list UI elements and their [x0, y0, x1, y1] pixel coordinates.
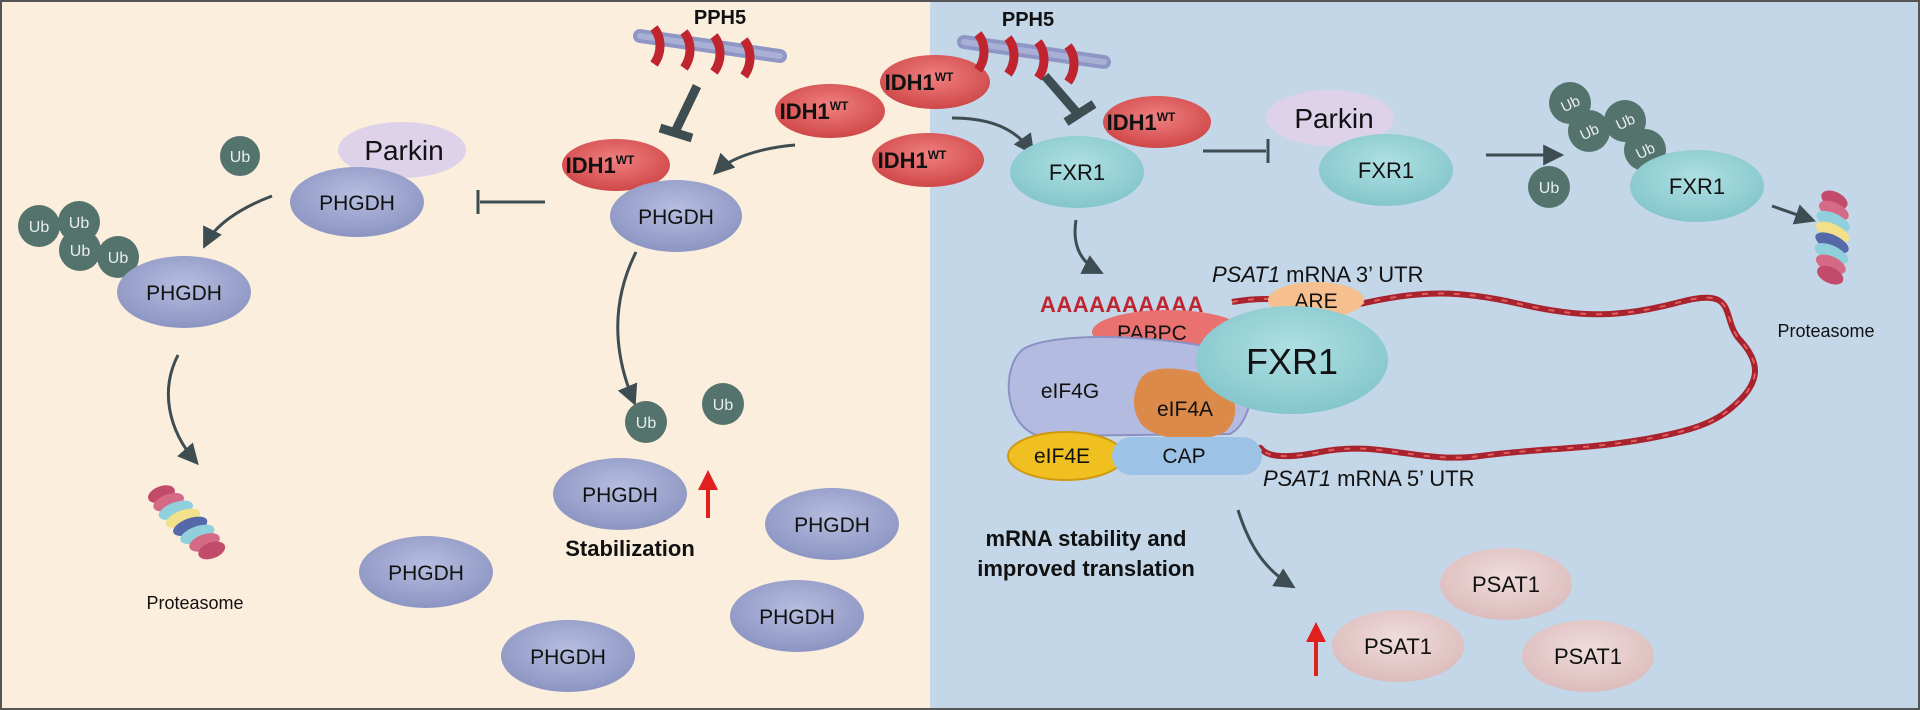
idh1-label-phgdh: IDH1WT [566, 153, 635, 178]
ub-free-2 [702, 383, 744, 425]
ub-chain-2-label: Ub [69, 215, 90, 232]
ub-chain-4 [97, 236, 139, 278]
ub-chain-right-2 [1568, 110, 1610, 152]
mrna-strand [1231, 290, 1758, 461]
psat1-c [1522, 620, 1654, 692]
ub-free-1-label: Ub [636, 415, 657, 432]
phgdh-stable-1 [553, 458, 687, 530]
phgdh-stable-2-label: PHGDH [794, 514, 870, 537]
fxr1-parkin [1319, 134, 1453, 206]
pph5-inhibit-line-right [1041, 73, 1082, 117]
proteasome-left-label: Proteasome [146, 593, 243, 613]
pph5-inhibit-line-left [670, 84, 702, 134]
ub-chain-3 [59, 229, 101, 271]
psat1-c-label: PSAT1 [1554, 644, 1622, 669]
phgdh-stable-1-label: PHGDH [582, 484, 658, 507]
parkin-right-label: Parkin [1294, 103, 1373, 134]
cap-label: CAP [1162, 445, 1205, 468]
phgdh-stable-3-label: PHGDH [388, 562, 464, 585]
fxr1-ub [1630, 150, 1764, 222]
stabilization-label: Stabilization [565, 536, 695, 561]
ub-chain-4-label: Ub [108, 250, 129, 267]
arrow-phgdh-release [616, 251, 638, 406]
idh1-bubble-free-c [872, 133, 984, 187]
idh1-bubble-phgdh [562, 139, 670, 191]
psat1-a-label: PSAT1 [1472, 572, 1540, 597]
arrow-fxr1-to-mrna [1073, 219, 1104, 274]
ub-chain-1 [18, 205, 60, 247]
ub-free-right-label: Ub [1539, 180, 1560, 197]
pph5-inhibit-bar-left [658, 123, 694, 143]
phgdh-center-label: PHGDH [638, 206, 714, 229]
fxr1-large [1196, 306, 1388, 414]
pph5-label-left: PPH5 [694, 7, 746, 29]
arrow-to-proteasome-left [166, 354, 199, 466]
ub-single [220, 136, 260, 176]
ub-single-label: Ub [230, 149, 251, 166]
stability-line2: improved translation [977, 556, 1195, 581]
psat1-b-label: PSAT1 [1364, 634, 1432, 659]
idh1-bubble-fxr1 [1103, 96, 1211, 148]
ub-chain-right-4-label: Ub [1633, 140, 1658, 164]
fxr1-ub-label: FXR1 [1669, 174, 1725, 199]
ub-chain-right-2-label: Ub [1577, 121, 1602, 145]
cap [1112, 437, 1262, 475]
arrow-to-psat1 [1236, 509, 1296, 589]
eif4e-label: eIF4E [1034, 445, 1090, 468]
phgdh-polyub-label: PHGDH [146, 282, 222, 305]
phgdh-stable-5-label: PHGDH [530, 646, 606, 669]
arrow-idh1-to-phgdh [713, 143, 796, 175]
phgdh-stable-4 [730, 580, 864, 652]
pph5-label-right: PPH5 [1002, 9, 1054, 31]
fxr1-bound [1010, 136, 1144, 208]
eif4a-label: eIF4A [1157, 398, 1213, 421]
idh1-label-free-a: IDH1WT [780, 99, 849, 124]
utr5-label: PSAT1 mRNA 5’ UTR [1263, 466, 1474, 491]
proteasome-right-label: Proteasome [1777, 321, 1874, 341]
idh1-label-free-c: IDH1WT [878, 148, 947, 173]
phgdh-polyub [117, 256, 251, 328]
arrow-idh1-to-fxr1 [951, 116, 1035, 156]
idh1-label-free-b: IDH1WT [885, 70, 954, 95]
ub-free-right [1528, 166, 1570, 208]
psat1-a [1440, 548, 1572, 620]
parkin-right [1266, 90, 1394, 146]
psat1-b [1332, 610, 1464, 682]
eif4g-label: eIF4G [1041, 380, 1099, 403]
idh1-bubble-free-b [880, 55, 990, 109]
ub-chain-right-1-label: Ub [1558, 93, 1583, 117]
fxr1-bound-label: FXR1 [1049, 160, 1105, 185]
ub-chain-right-3-label: Ub [1613, 111, 1638, 135]
pph5-inhibit-bar-right [1063, 100, 1097, 126]
ub-chain-1-label: Ub [29, 219, 50, 236]
stability-line1: mRNA stability and [986, 526, 1187, 551]
phgdh-stable-2 [765, 488, 899, 560]
phgdh-stable-5 [501, 620, 635, 692]
ub-free-1 [625, 401, 667, 443]
arrow-to-polyub [203, 194, 273, 249]
idh1-bubble-free-a [775, 84, 885, 138]
utr3-label: PSAT1 mRNA 3’ UTR [1212, 262, 1423, 287]
phgdh-parkin-label: PHGDH [319, 192, 395, 215]
fxr1-large-label: FXR1 [1246, 341, 1338, 382]
phgdh-center [610, 180, 742, 252]
idh1-label-fxr1: IDH1WT [1107, 110, 1176, 135]
arrow-to-proteasome-right [1771, 204, 1816, 225]
fxr1-parkin-label: FXR1 [1358, 158, 1414, 183]
parkin-left-label: Parkin [364, 135, 443, 166]
phgdh-parkin [290, 167, 424, 237]
ub-free-2-label: Ub [713, 397, 734, 414]
phgdh-stable-4-label: PHGDH [759, 606, 835, 629]
parkin-left [338, 122, 466, 178]
ub-chain-3-label: Ub [70, 243, 91, 260]
phgdh-stable-3 [359, 536, 493, 608]
